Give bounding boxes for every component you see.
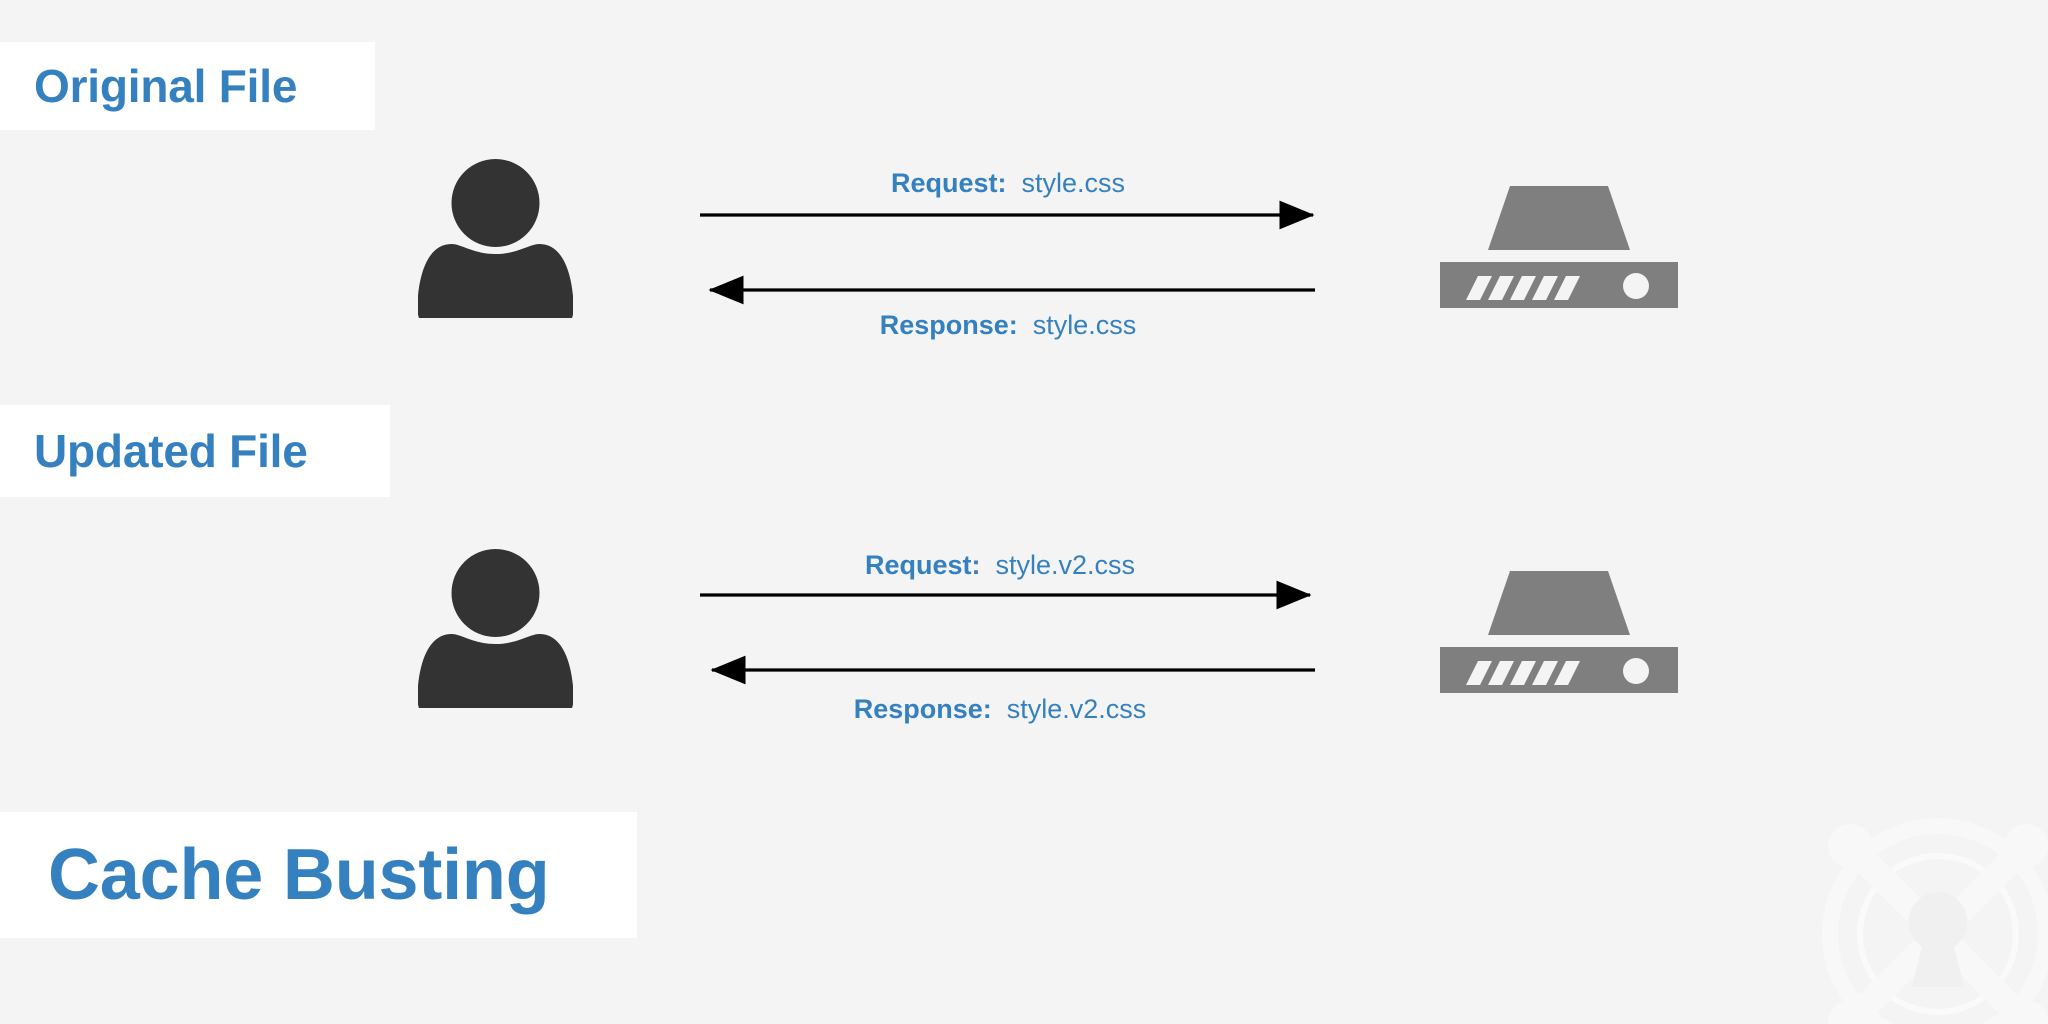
flow-label-response-updated: Response: style.v2.css bbox=[854, 694, 1147, 725]
flow-label-value: style.css bbox=[1025, 310, 1137, 340]
flow-label-request-updated: Request: style.v2.css bbox=[865, 550, 1135, 581]
page-title-text: Cache Busting bbox=[48, 835, 550, 915]
section-label-text: Original File bbox=[34, 60, 298, 112]
flow-label-value: style.v2.css bbox=[987, 550, 1136, 580]
flow-label-response-original: Response: style.css bbox=[880, 310, 1137, 341]
flow-label-key: Request: bbox=[890, 168, 1007, 198]
flow-label-key: Request: bbox=[864, 550, 981, 580]
flow-label-request-original: Request: style.css bbox=[891, 168, 1125, 199]
server-icon-updated bbox=[1440, 571, 1678, 693]
flow-label-key: Response: bbox=[853, 694, 992, 724]
section-label-original-file: Original File bbox=[0, 42, 375, 130]
keyhole-wheel-watermark-icon bbox=[1822, 818, 2048, 1024]
page-title: Cache Busting bbox=[0, 812, 637, 938]
flow-label-value: style.css bbox=[1014, 168, 1126, 198]
section-label-updated-file: Updated File bbox=[0, 405, 390, 497]
section-label-text: Updated File bbox=[34, 425, 308, 477]
user-icon-updated bbox=[418, 549, 573, 708]
server-icon-original bbox=[1440, 186, 1678, 308]
flow-label-value: style.v2.css bbox=[999, 694, 1147, 724]
flow-label-key: Response: bbox=[879, 310, 1018, 340]
user-icon-original bbox=[418, 159, 573, 318]
